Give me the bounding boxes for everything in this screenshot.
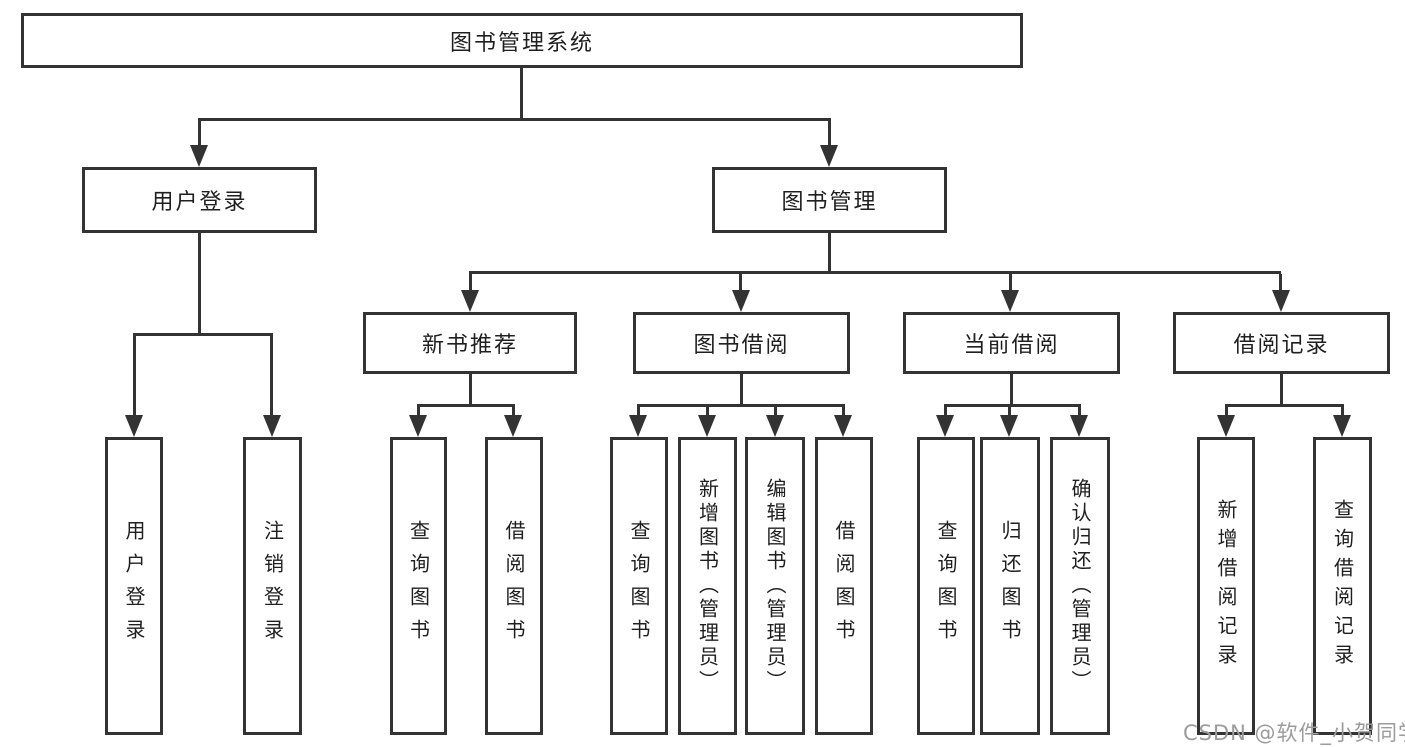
connector-line: [512, 407, 515, 419]
leaf-user-login-label: 用户登录: [122, 520, 146, 652]
connector-line: [1008, 407, 1011, 419]
arrow-head: [125, 415, 143, 437]
arrow-head: [190, 145, 208, 167]
connector-line: [1225, 404, 1344, 407]
node-user-login: 用户登录: [82, 167, 317, 233]
leaf-query-borrow-record-label: 查询借阅记录: [1330, 499, 1355, 673]
connector-line: [842, 407, 845, 419]
connector-line: [1279, 274, 1282, 292]
leaf-query-book-a-label: 查询图书: [406, 520, 431, 652]
leaf-borrow-book-b-label: 借阅图书: [832, 520, 856, 652]
connector-line: [739, 274, 742, 292]
leaf-borrow-book-a: 借阅图书: [485, 437, 543, 735]
arrow-head: [504, 415, 522, 437]
leaf-edit-book-admin-label: 编辑图书（管理员）: [763, 478, 787, 694]
node-book-borrow: 图书借阅: [633, 312, 850, 374]
leaf-query-book-b: 查询图书: [610, 437, 668, 735]
connector-line: [1225, 407, 1228, 419]
connector-line: [133, 336, 136, 418]
connector-line: [133, 333, 273, 336]
arrow-head: [936, 415, 954, 437]
node-new-book-recommend-label: 新书推荐: [421, 333, 518, 358]
leaf-return-book-label: 归还图书: [998, 520, 1022, 652]
connector-line: [828, 233, 831, 274]
connector-line: [828, 121, 831, 147]
leaf-query-book-c: 查询图书: [917, 437, 975, 735]
arrow-head: [834, 415, 852, 437]
connector-line: [944, 407, 947, 419]
leaf-query-borrow-record: 查询借阅记录: [1313, 437, 1372, 735]
arrow-head: [1000, 415, 1018, 437]
connector-line: [1341, 407, 1344, 419]
node-borrow-record-label: 借阅记录: [1233, 333, 1330, 358]
leaf-add-borrow-record: 新增借阅记录: [1197, 437, 1255, 735]
connector-line: [1078, 407, 1081, 419]
leaf-confirm-return-admin-label: 确认归还（管理员）: [1068, 478, 1092, 694]
leaf-logout-login: 注销登录: [243, 437, 302, 735]
arrow-head: [766, 415, 784, 437]
arrow-head: [461, 290, 479, 312]
connector-line: [637, 407, 640, 419]
node-book-borrow-label: 图书借阅: [693, 333, 790, 358]
arrow-head: [1272, 290, 1290, 312]
node-book-management-label: 图书管理: [781, 190, 878, 215]
connector-line: [1010, 374, 1013, 407]
arrow-head: [629, 415, 647, 437]
arrow-head: [1070, 415, 1088, 437]
node-book-management: 图书管理: [712, 167, 947, 233]
arrow-head: [409, 415, 427, 437]
csdn-watermark: CSDN @软件_小贺同学: [1183, 721, 1405, 745]
connector-line: [774, 407, 777, 419]
node-new-book-recommend: 新书推荐: [363, 312, 577, 374]
leaf-edit-book-admin: 编辑图书（管理员）: [745, 437, 805, 735]
node-user-login-label: 用户登录: [151, 190, 248, 215]
connector-line: [198, 233, 201, 335]
arrow-head: [1333, 415, 1351, 437]
arrow-head: [732, 290, 750, 312]
connector-line: [198, 121, 201, 147]
arrow-head: [263, 415, 281, 437]
leaf-return-book: 归还图书: [980, 437, 1040, 735]
arrow-head: [698, 415, 716, 437]
connector-line: [270, 336, 273, 418]
connector-line: [637, 404, 845, 407]
connector-line: [469, 271, 1281, 274]
node-root-label: 图书管理系统: [449, 30, 594, 56]
arrow-head: [820, 145, 838, 167]
connector-line: [520, 68, 523, 121]
node-borrow-record: 借阅记录: [1173, 312, 1390, 374]
connector-line: [1280, 374, 1283, 407]
leaf-user-login: 用户登录: [105, 437, 163, 735]
node-root: 图书管理系统: [21, 13, 1023, 68]
leaf-add-borrow-record-label: 新增借阅记录: [1214, 499, 1238, 673]
leaf-query-book-b-label: 查询图书: [627, 520, 651, 652]
connector-line: [706, 407, 709, 419]
leaf-logout-login-label: 注销登录: [260, 520, 285, 652]
connector-line: [198, 118, 831, 121]
leaf-add-book-admin: 新增图书（管理员）: [678, 437, 737, 735]
connector-line: [1009, 274, 1012, 292]
node-current-borrow-label: 当前借阅: [963, 333, 1060, 358]
arrow-head: [1001, 290, 1019, 312]
connector-line: [469, 374, 472, 407]
leaf-query-book-c-label: 查询图书: [934, 520, 958, 652]
node-current-borrow: 当前借阅: [903, 312, 1120, 374]
connector-line: [417, 407, 420, 419]
leaf-query-book-a: 查询图书: [390, 437, 447, 735]
leaf-borrow-book-a-label: 借阅图书: [502, 520, 526, 652]
arrow-head: [1217, 415, 1235, 437]
leaf-borrow-book-b: 借阅图书: [815, 437, 873, 735]
connector-line: [944, 404, 1081, 407]
connector-line: [469, 274, 472, 292]
leaf-confirm-return-admin: 确认归还（管理员）: [1050, 437, 1110, 735]
connector-line: [417, 404, 515, 407]
connector-line: [740, 374, 743, 407]
leaf-add-book-admin-label: 新增图书（管理员）: [695, 478, 720, 694]
